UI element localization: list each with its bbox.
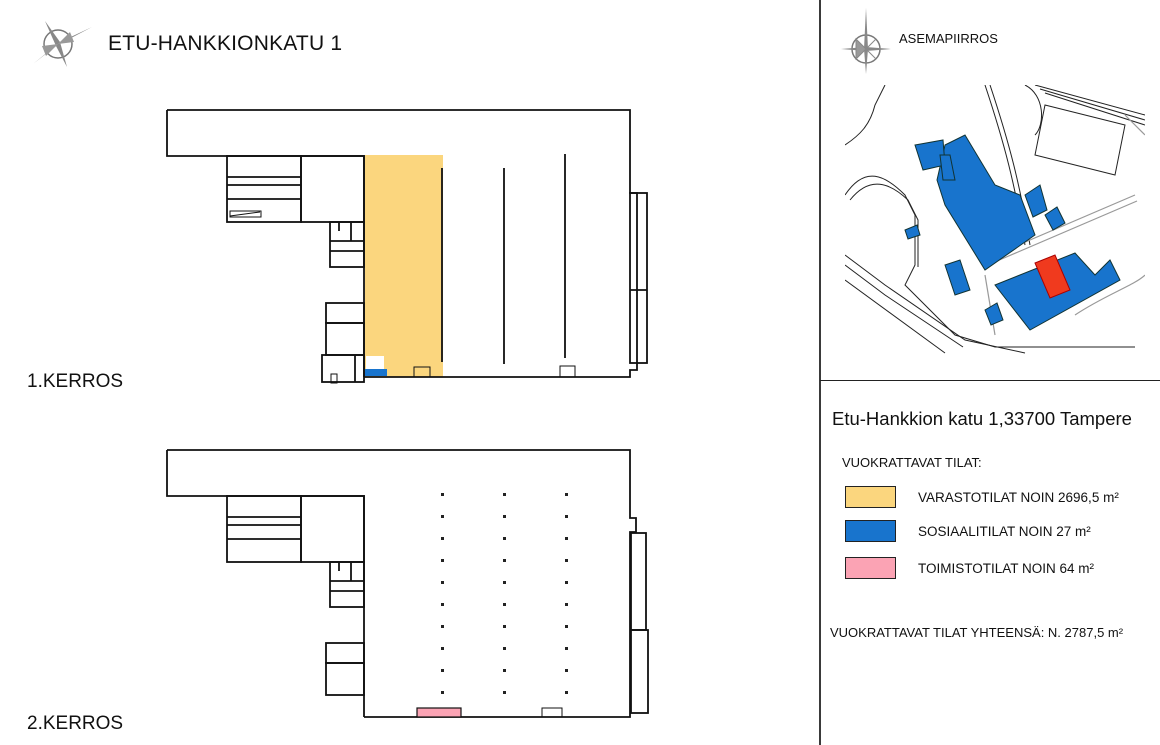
- floor-plan-1: [166, 109, 648, 384]
- office-area: [416, 707, 462, 718]
- site-plan-map: [845, 85, 1145, 354]
- site-plan-title: ASEMAPIIRROS: [899, 31, 998, 46]
- address: Etu-Hankkion katu 1,33700 Tampere: [832, 408, 1132, 429]
- rental-highlight: [1034, 254, 1071, 299]
- legend-item-storage: VARASTOTILAT NOIN 2696,5 m²: [845, 484, 1119, 510]
- floor-label-1: 1.KERROS: [27, 371, 124, 392]
- storage-area: [365, 155, 443, 377]
- legend-title: VUOKRATTAVAT TILAT:: [842, 455, 982, 470]
- legend-label: SOSIAALITILAT NOIN 27 m²: [918, 523, 1091, 539]
- legend-item-social: SOSIAALITILAT NOIN 27 m²: [845, 518, 1091, 544]
- horizontal-divider: [820, 380, 1160, 381]
- storage-swatch: [845, 486, 896, 508]
- vertical-divider: [819, 0, 821, 745]
- legend-item-office: TOIMISTOTILAT NOIN 64 m²: [845, 555, 1094, 581]
- legend-label: VARASTOTILAT NOIN 2696,5 m²: [918, 489, 1119, 505]
- social-swatch: [845, 520, 896, 542]
- social-area: [365, 369, 387, 376]
- floor-label-2: 2.KERROS: [27, 713, 124, 734]
- compass-rose-icon: [33, 21, 92, 67]
- total-area: VUOKRATTAVAT TILAT YHTEENSÄ: N. 2787,5 m…: [830, 625, 1124, 640]
- floor-plan-2: [166, 449, 649, 718]
- compass-rose-icon: [841, 8, 891, 74]
- legend-label: TOIMISTOTILAT NOIN 64 m²: [918, 560, 1095, 576]
- page-title: ETU-HANKKIONKATU 1: [108, 32, 343, 55]
- office-swatch: [845, 557, 896, 579]
